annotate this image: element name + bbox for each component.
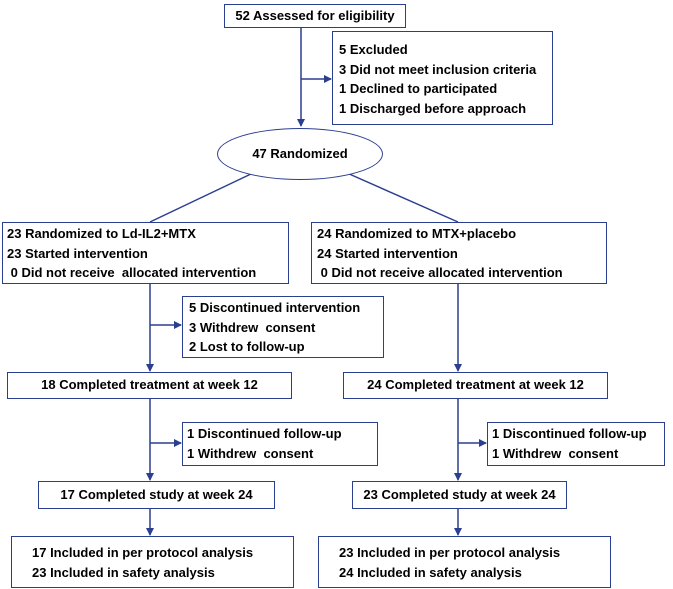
left-analysis-box: 17 Included in per protocol analysis 23 … (11, 536, 294, 588)
excluded-line: 1 Discharged before approach (339, 100, 527, 116)
left-week12-box: 18 Completed treatment at week 12 (7, 372, 292, 399)
right-analysis-line: 24 Included in safety analysis (339, 564, 522, 580)
right-followup-line: 1 Withdrew consent (492, 445, 619, 461)
left-analysis-line: 17 Included in per protocol analysis (32, 545, 254, 560)
right-week24-box: 23 Completed study at week 24 (352, 481, 567, 509)
right-analysis-box: 23 Included in per protocol analysis 24 … (318, 536, 611, 588)
left-week24-box: 17 Completed study at week 24 (38, 481, 275, 509)
randomized-ellipse: 47 Randomized (217, 128, 383, 180)
right-allocation-line: 24 Randomized to MTX+placebo (317, 226, 517, 241)
right-followup-line: 1 Discontinued follow-up (492, 426, 647, 441)
left-allocation-box: 23 Randomized to Ld-IL2+MTX 23 Started i… (2, 222, 289, 284)
left-analysis-line: 23 Included in safety analysis (32, 564, 215, 580)
left-allocation-line: 23 Randomized to Ld-IL2+MTX (7, 226, 196, 241)
left-discontinued-line: 5 Discontinued intervention (189, 300, 361, 315)
left-allocation-line: 23 Started intervention (7, 245, 148, 261)
left-discontinued-line: 2 Lost to follow-up (189, 339, 305, 354)
left-discontinued-line: 3 Withdrew consent (189, 319, 316, 335)
right-allocation-box: 24 Randomized to MTX+placebo 24 Started … (311, 222, 607, 284)
left-week24-text: 17 Completed study at week 24 (60, 487, 253, 502)
right-week12-text: 24 Completed treatment at week 12 (367, 377, 584, 392)
right-analysis-line: 23 Included in per protocol analysis (339, 545, 561, 560)
assessed-box: 52 Assessed for eligibility (224, 4, 406, 28)
left-discontinued-box: 5 Discontinued intervention 3 Withdrew c… (182, 296, 384, 358)
excluded-box: 5 Excluded 3 Did not meet inclusion crit… (332, 31, 553, 125)
excluded-line: 3 Did not meet inclusion criteria (339, 61, 537, 77)
right-week24-text: 23 Completed study at week 24 (363, 487, 556, 502)
right-allocation-line: 0 Did not receive allocated intervention (317, 265, 563, 280)
excluded-line: 5 Excluded (339, 42, 408, 57)
left-followup-box: 1 Discontinued follow-up 1 Withdrew cons… (182, 422, 378, 466)
excluded-line: 1 Declined to participated (339, 81, 498, 96)
right-followup-box: 1 Discontinued follow-up 1 Withdrew cons… (487, 422, 665, 466)
randomized-text: 47 Randomized (252, 146, 348, 161)
assessed-text: 52 Assessed for eligibility (235, 8, 395, 23)
left-week12-text: 18 Completed treatment at week 12 (41, 377, 258, 392)
left-followup-line: 1 Discontinued follow-up (187, 426, 342, 441)
right-week12-box: 24 Completed treatment at week 12 (343, 372, 608, 399)
left-followup-line: 1 Withdrew consent (187, 445, 314, 461)
right-allocation-line: 24 Started intervention (317, 245, 458, 261)
left-allocation-line: 0 Did not receive allocated intervention (7, 265, 257, 280)
